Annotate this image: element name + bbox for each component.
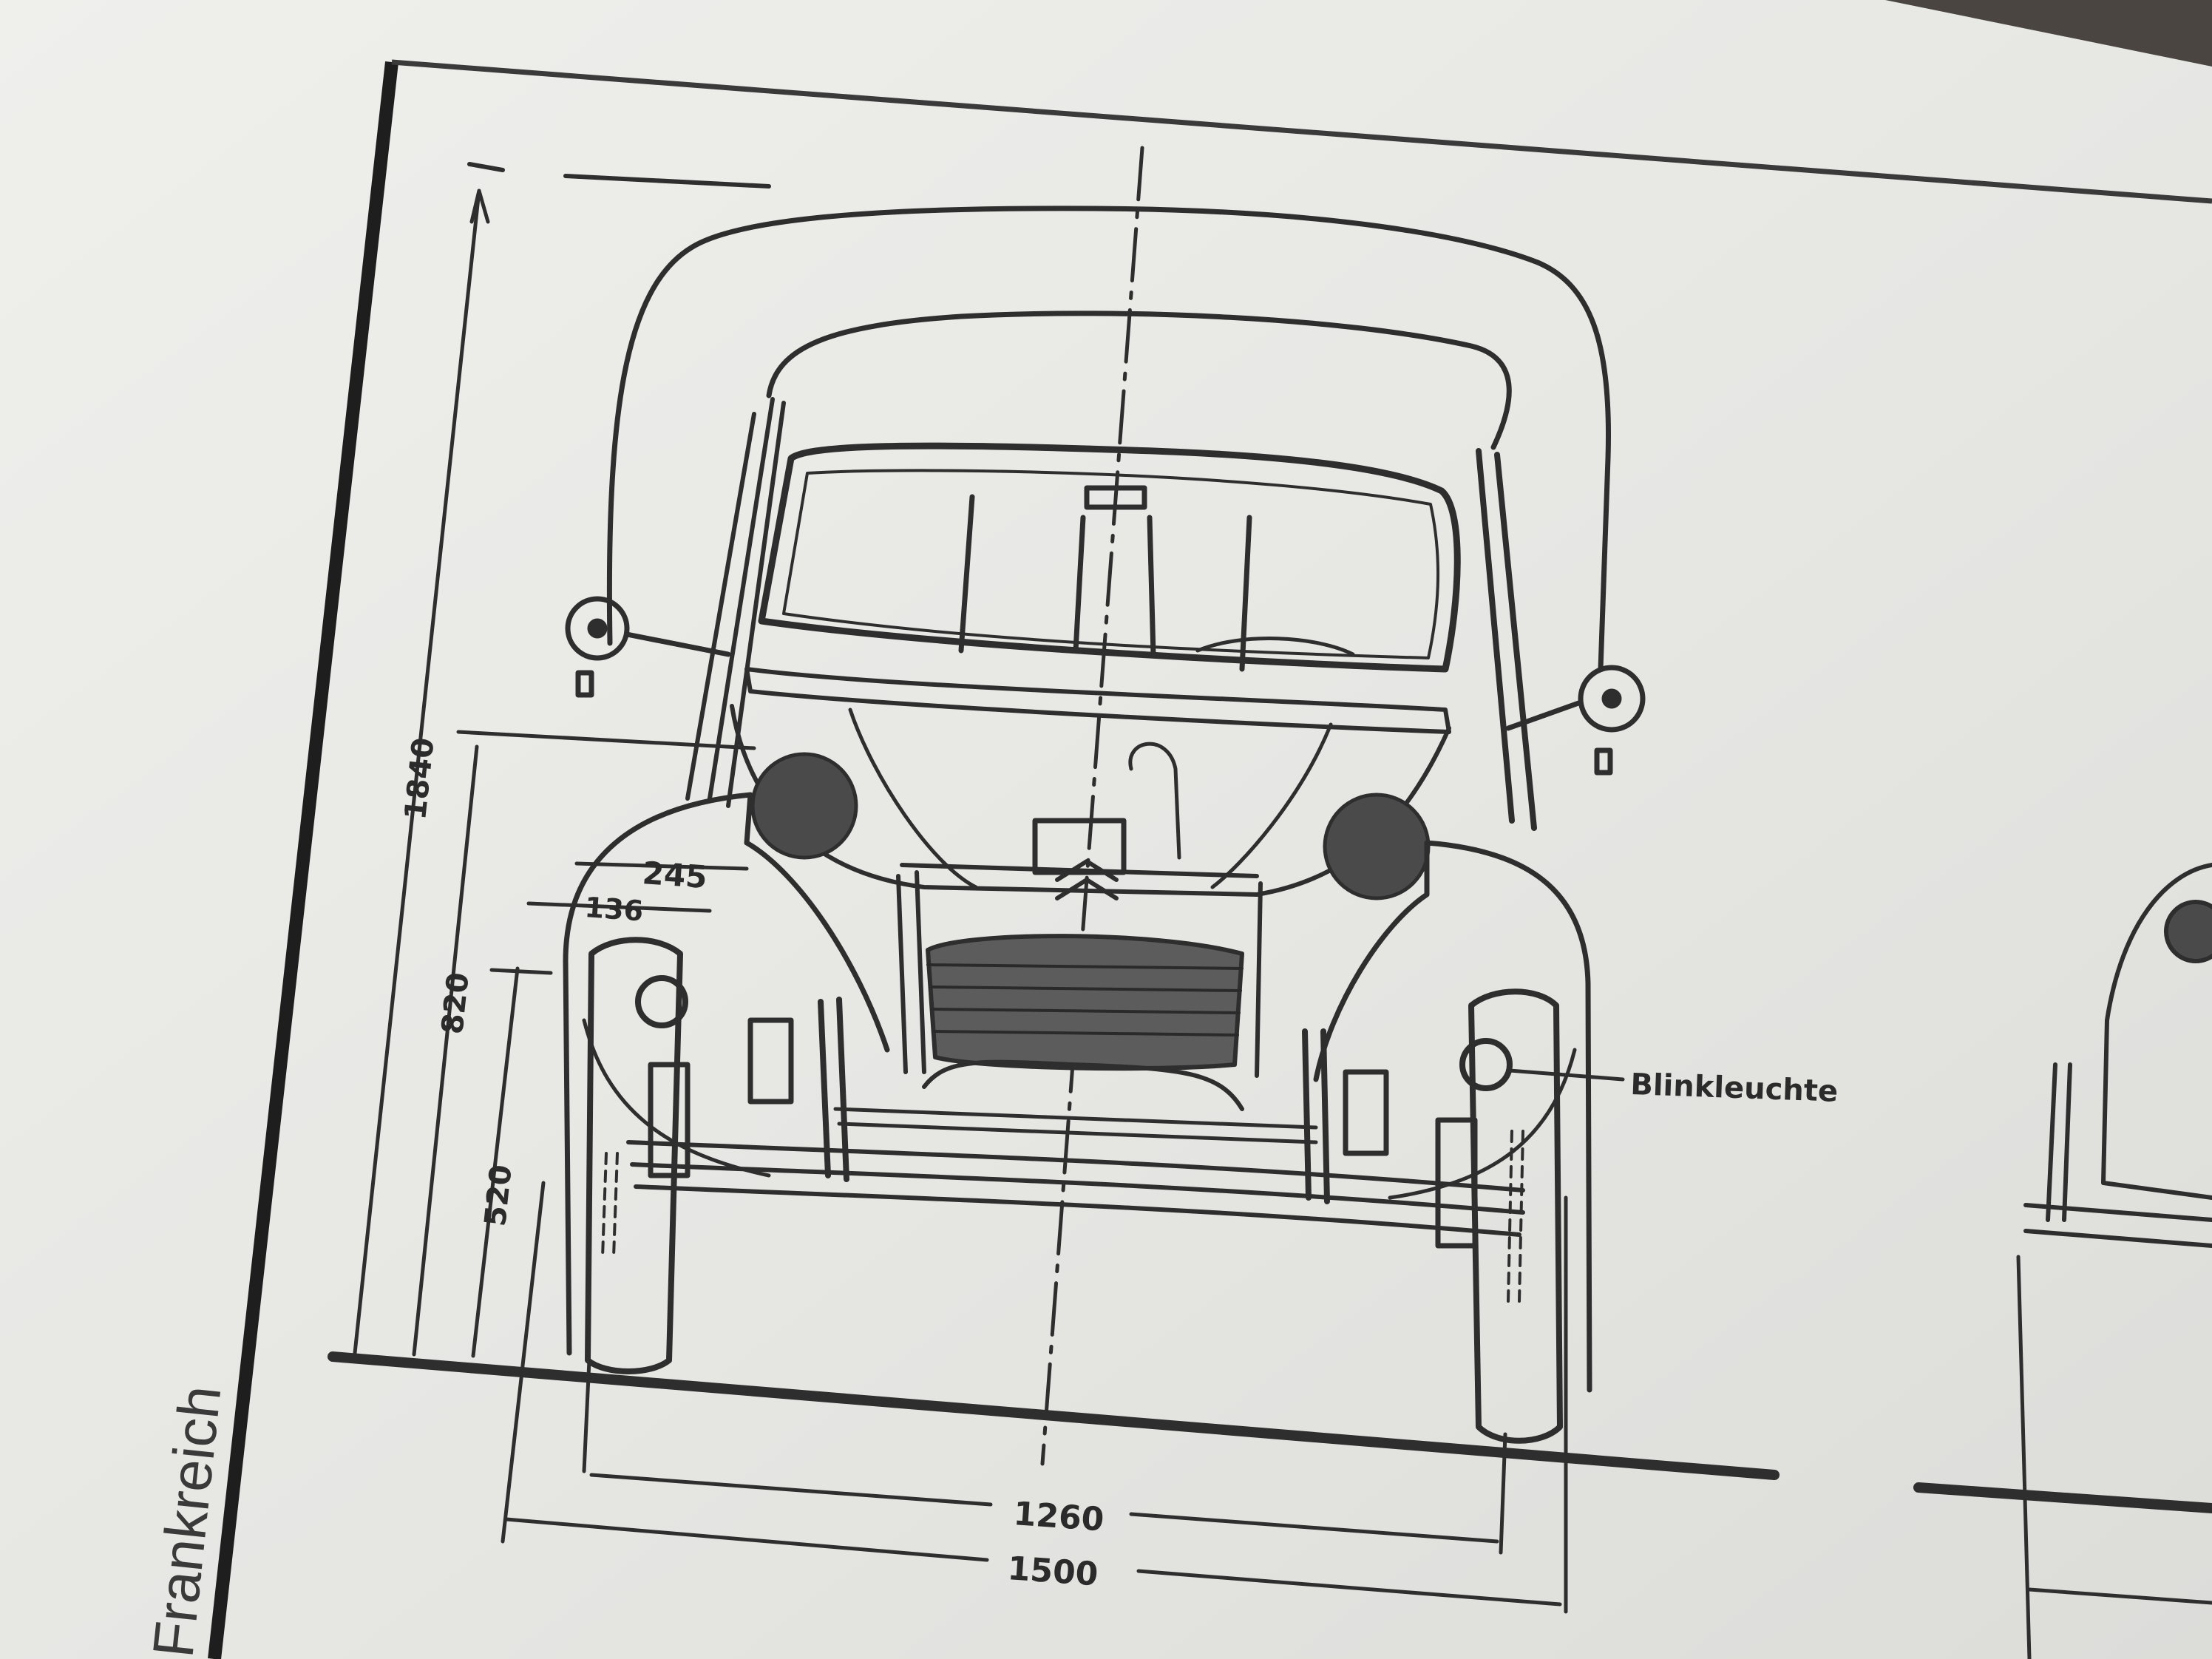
dim-ext-520 [489, 968, 553, 975]
dim-line-820 [412, 744, 479, 1357]
radiator-grille [926, 934, 1244, 1071]
second-view-spring [2046, 1062, 2072, 1222]
frame-border-left [208, 61, 398, 1659]
windshield-inner [782, 469, 1440, 659]
wiper [1239, 515, 1252, 672]
chassis-frame [896, 863, 1263, 1078]
dim-line-1840 [353, 189, 481, 1355]
center-line [1040, 146, 1144, 1466]
bonnet-center-bulge [1128, 742, 1181, 860]
top-extension-line [563, 174, 771, 189]
dim-label-245: 245 [641, 855, 708, 895]
left-mirror-arm [624, 631, 731, 657]
ground-line [328, 1351, 1780, 1480]
right-turn-signal [1459, 1038, 1513, 1091]
frame-border-top [391, 59, 2212, 204]
wiper [958, 494, 975, 654]
canopy-outline [606, 206, 1612, 672]
second-view-bumper [2023, 1203, 2212, 1248]
left-brake-drum [747, 1017, 794, 1105]
right-tyre-tread [1507, 1130, 1524, 1303]
left-turn-signal [635, 975, 688, 1028]
right-mirror [1578, 665, 1646, 733]
left-headlamp [750, 752, 858, 860]
dim-ext-left-1260 [582, 1358, 591, 1473]
dim-ext-245 [574, 861, 749, 871]
right-brake-drum [1343, 1069, 1389, 1156]
dim-label-136: 136 [583, 891, 644, 927]
front-bumper [626, 1140, 1525, 1237]
left-tyre-tread [601, 1152, 619, 1258]
dim-ext-136 [526, 901, 712, 913]
dim-line-1260-left [589, 1473, 993, 1507]
top-extension-line [467, 162, 505, 172]
dim-ext-right-1260 [1499, 1432, 1507, 1555]
dim-line-1500-left [504, 1517, 989, 1562]
second-view-partial [2016, 863, 2212, 1659]
windshield-frame [758, 442, 1461, 673]
horizontal-dimensions [501, 1181, 1568, 1614]
second-view-ext [2016, 1255, 2032, 1659]
right-tyre [1468, 988, 1563, 1444]
left-tyre [585, 937, 683, 1374]
right-headlamp [1323, 793, 1431, 900]
callout-label: Blinkleuchte [1630, 1068, 1839, 1109]
left-mirror [565, 596, 630, 661]
ground-line-right [1913, 1482, 2212, 1513]
dim-ext-820 [456, 730, 756, 750]
left-mirror-center [587, 618, 608, 639]
right-shock [1302, 1028, 1330, 1204]
dim-arrow-1840 [469, 189, 490, 224]
right-pillar [1476, 448, 1537, 831]
windshield-divider [1073, 515, 1156, 657]
left-pillar [685, 397, 786, 808]
right-mirror-arm [1505, 699, 1584, 731]
left-fender [563, 792, 890, 1356]
dim-line-1260-right [1129, 1512, 1499, 1544]
dim-line-520 [471, 966, 520, 1358]
vehicle-drawing [328, 146, 2212, 1659]
second-view-body [2101, 863, 2212, 1200]
dim-label-1500: 1500 [1006, 1550, 1099, 1593]
rear-view-mirror [1084, 485, 1147, 510]
left-hub [648, 1062, 691, 1178]
steering-wheel [1195, 637, 1355, 657]
cab-roof [766, 311, 1512, 450]
left-hinge [575, 670, 594, 698]
dim-label-820: 820 [435, 971, 475, 1036]
grille-lines [926, 963, 1244, 1037]
axle [833, 1107, 1318, 1144]
dim-label-1260: 1260 [1012, 1495, 1105, 1538]
dim-label-520: 520 [478, 1163, 518, 1228]
second-view-lamp [2164, 900, 2212, 963]
right-mirror-center [1601, 688, 1622, 709]
right-hub [1435, 1117, 1478, 1249]
callout-leader [1507, 1068, 1625, 1082]
dim-line-1500-right [1136, 1569, 1562, 1607]
right-hinge [1594, 747, 1613, 776]
dim-ext-left-1500 [501, 1181, 546, 1544]
right-fender [1313, 840, 1592, 1393]
lower-crossmember [922, 1059, 1244, 1111]
vertical-dimensions [353, 189, 756, 1358]
second-view-dim [2027, 1587, 2212, 1605]
left-shock [818, 997, 849, 1182]
